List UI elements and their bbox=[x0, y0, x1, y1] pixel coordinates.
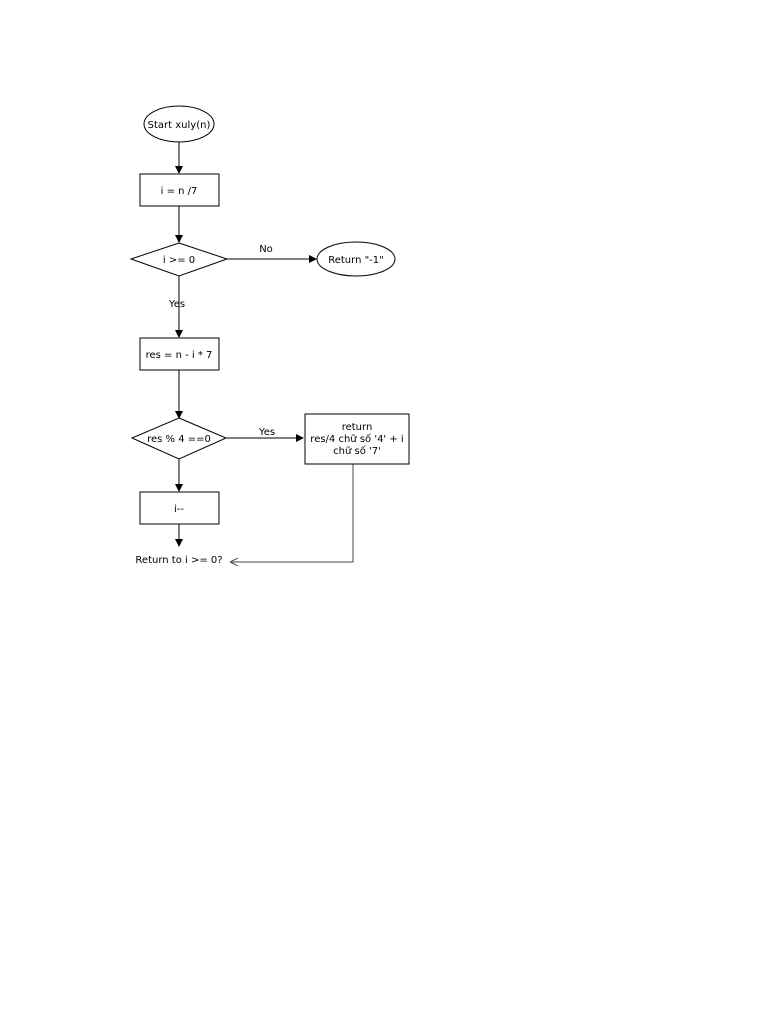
return-result-line-3: chữ số '7' bbox=[333, 445, 381, 457]
return-neg-node bbox=[316, 241, 396, 277]
cond-res-node bbox=[130, 417, 228, 460]
calc-res-node-label: res = n - i * 7 bbox=[146, 350, 213, 361]
decrement-node-label: i-- bbox=[174, 504, 184, 515]
return-result-node bbox=[304, 413, 410, 465]
return-result-line-1: return bbox=[342, 422, 373, 433]
init-node bbox=[139, 173, 220, 207]
loop-back-label: Return to i >= 0? bbox=[135, 555, 222, 566]
return-result-line-2: res/4 chữ số '4' + i bbox=[310, 433, 403, 445]
cond-i-node bbox=[129, 242, 229, 277]
cond-res-node-label: res % 4 ==0 bbox=[147, 434, 211, 445]
calc-res-node bbox=[139, 337, 220, 371]
cond-i-node-label: i >= 0 bbox=[163, 255, 195, 266]
edge-return-loop bbox=[231, 464, 354, 562]
start-node-label: Start xuly(n) bbox=[148, 120, 211, 131]
edge-label-yes-2: Yes bbox=[258, 427, 275, 438]
edge-label-no: No bbox=[259, 244, 273, 255]
init-node-label: i = n /7 bbox=[161, 186, 198, 197]
return-neg-node-label: Return "-1" bbox=[328, 255, 384, 266]
start-node bbox=[143, 105, 215, 143]
decrement-node bbox=[139, 491, 220, 525]
edge-label-yes-1: Yes bbox=[168, 299, 185, 310]
